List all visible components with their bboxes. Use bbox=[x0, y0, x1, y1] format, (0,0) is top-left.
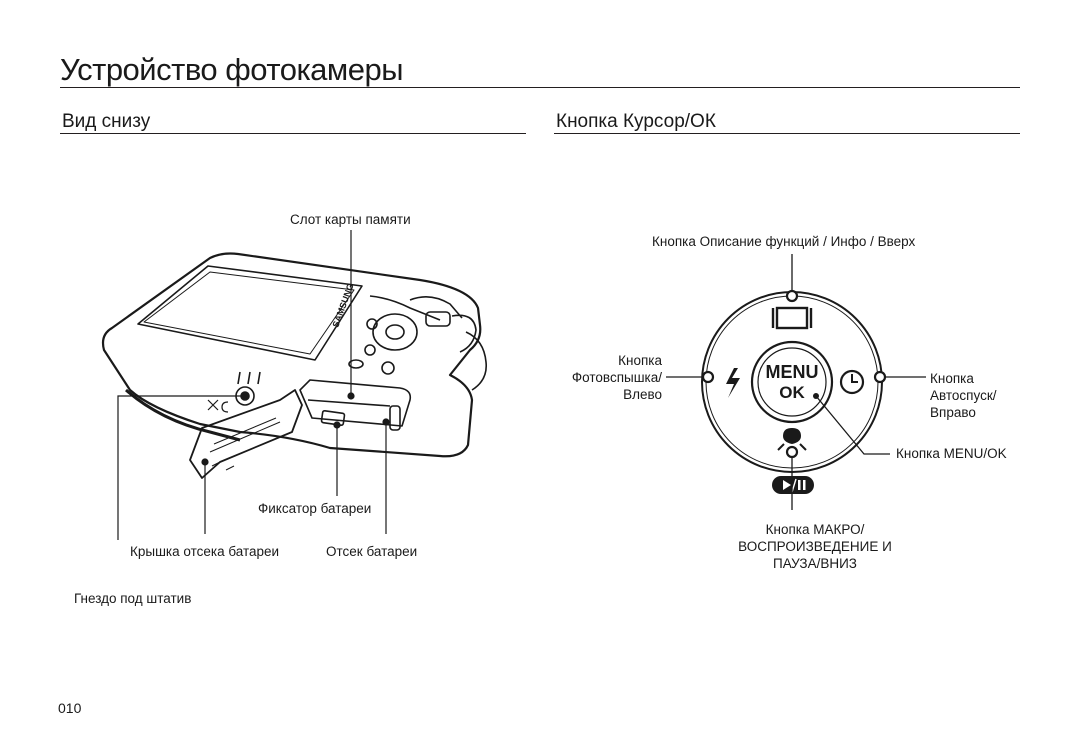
brand-text: SAMSUNG bbox=[330, 282, 355, 329]
ok-text: OK bbox=[779, 383, 805, 402]
down-button-label: Кнопка МАКРО/ ВОСПРОИЗВЕДЕНИЕ И ПАУЗА/ВН… bbox=[700, 521, 930, 572]
page-title: Устройство фотокамеры bbox=[60, 52, 404, 87]
camera-bottom-illustration: SAMSUNG bbox=[101, 230, 488, 540]
cursor-ok-rule bbox=[554, 133, 1020, 135]
cursor-ok-dial: MENU OK bbox=[666, 254, 926, 510]
battery-lock-label: Фиксатор батареи bbox=[258, 501, 372, 516]
bottom-view-heading: Вид снизу bbox=[62, 111, 151, 132]
menu-text: MENU bbox=[766, 362, 819, 382]
up-button-label: Кнопка Описание функций / Инфо / Вверх bbox=[652, 234, 916, 249]
title-rule bbox=[60, 87, 1020, 89]
tripod-socket-label: Гнездо под штатив bbox=[74, 591, 192, 606]
right-label-line-2: Автоспуск/ bbox=[930, 388, 997, 403]
memory-slot-label: Слот карты памяти bbox=[290, 212, 411, 227]
menu-ok-label: Кнопка MENU/OK bbox=[896, 446, 1007, 461]
battery-chamber-label: Отсек батареи bbox=[326, 544, 418, 559]
bottom-view-rule bbox=[60, 133, 526, 135]
right-label-line-1: Кнопка bbox=[930, 371, 974, 386]
battery-cover-label: Крышка отсека батареи bbox=[130, 544, 280, 559]
left-label-line-1: Кнопка bbox=[618, 353, 662, 368]
down-label-line-1: Кнопка МАКРО/ bbox=[765, 522, 865, 537]
cursor-ok-heading: Кнопка Курсор/ОК bbox=[556, 111, 716, 132]
down-label-line-3: ПАУЗА/ВНИЗ bbox=[773, 556, 857, 571]
right-button-label: Кнопка Автоспуск/ Вправо bbox=[930, 370, 997, 421]
left-label-line-3: Влево bbox=[623, 387, 662, 402]
left-button-label: Кнопка Фотовспышка/ Влево bbox=[560, 352, 662, 403]
page-number: 010 bbox=[58, 700, 82, 716]
left-label-line-2: Фотовспышка/ bbox=[571, 370, 662, 385]
right-label-line-3: Вправо bbox=[930, 405, 976, 420]
down-label-line-2: ВОСПРОИЗВЕДЕНИЕ И bbox=[738, 539, 892, 554]
